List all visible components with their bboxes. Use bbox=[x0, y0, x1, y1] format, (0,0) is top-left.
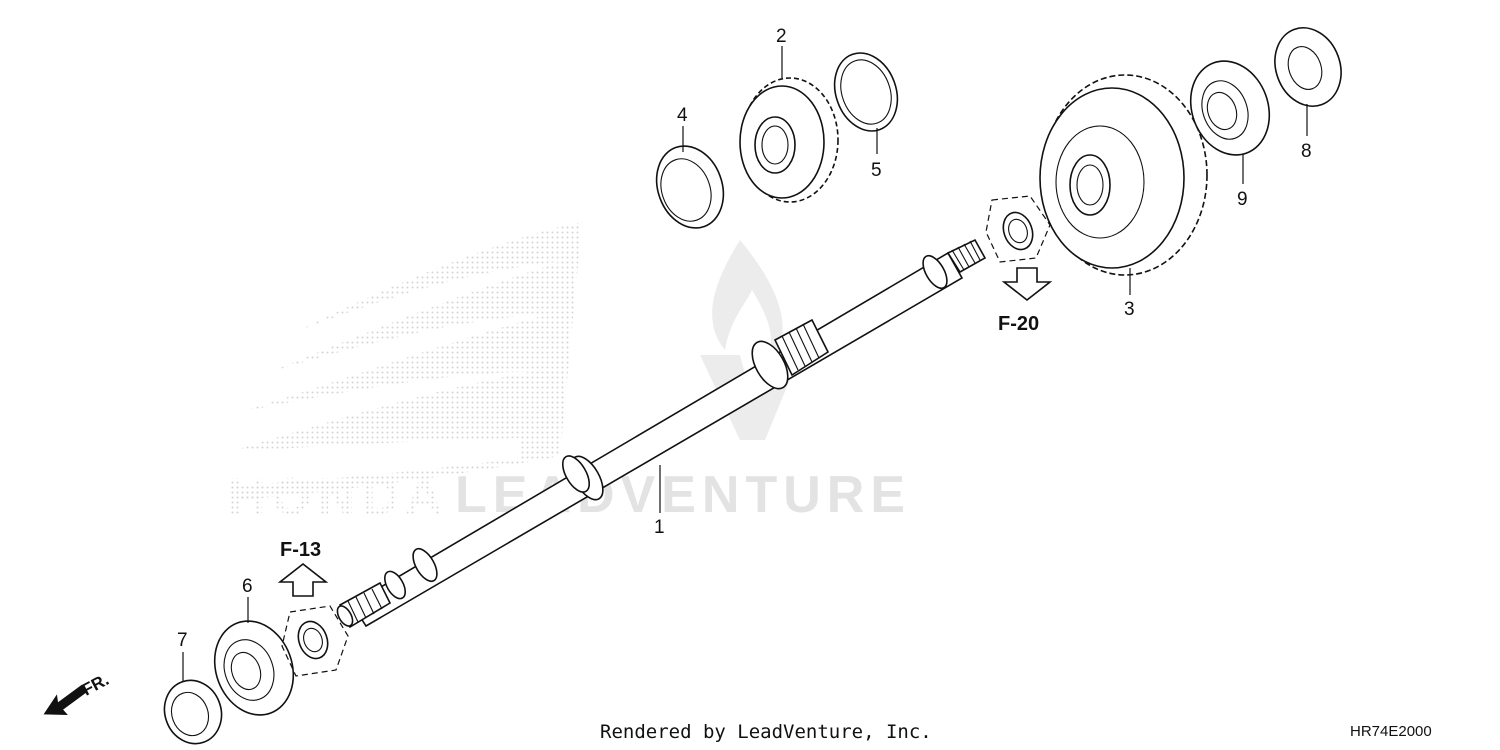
callout-6[interactable]: 6 bbox=[242, 576, 253, 597]
arrow-down-f20-icon bbox=[1001, 267, 1053, 302]
callout-7[interactable]: 7 bbox=[177, 630, 188, 651]
seal-part-7 bbox=[163, 679, 223, 745]
ref-label-f20[interactable]: F-20 bbox=[998, 313, 1039, 335]
callout-5[interactable]: 5 bbox=[871, 160, 882, 181]
svg-text:HONDA: HONDA bbox=[228, 468, 449, 526]
front-direction-arrow-icon bbox=[43, 684, 87, 716]
callout-4[interactable]: 4 bbox=[677, 105, 688, 126]
bearing-part-9 bbox=[1189, 60, 1271, 156]
ring-part-5 bbox=[833, 52, 899, 132]
flame-logo bbox=[712, 240, 783, 370]
gear-part-3 bbox=[1039, 74, 1208, 276]
callout-9[interactable]: 9 bbox=[1237, 189, 1248, 210]
seal-part-8 bbox=[1274, 27, 1342, 107]
gear-part-2 bbox=[739, 77, 839, 203]
honda-wing-watermark bbox=[228, 222, 582, 500]
washer-ref-f13 bbox=[281, 605, 349, 677]
leader-lines bbox=[182, 46, 1308, 682]
callout-3[interactable]: 3 bbox=[1124, 299, 1135, 320]
callout-8[interactable]: 8 bbox=[1301, 141, 1312, 162]
front-label: FR. bbox=[79, 670, 112, 700]
rendered-by-text: Rendered by LeadVenture, Inc. bbox=[600, 721, 932, 743]
seal-part-4 bbox=[655, 145, 725, 229]
ref-label-f13[interactable]: F-13 bbox=[280, 539, 321, 561]
honda-wordmark-watermark: HONDA bbox=[228, 468, 449, 526]
washer-ref-f20 bbox=[985, 195, 1051, 263]
bearing-part-6 bbox=[213, 620, 295, 716]
callout-2[interactable]: 2 bbox=[776, 26, 787, 47]
arrow-up-f13-icon bbox=[277, 562, 329, 597]
main-shaft-part-1 bbox=[336, 238, 987, 629]
diagram-code: HR74E2000 bbox=[1350, 723, 1432, 740]
callout-1[interactable]: 1 bbox=[654, 517, 665, 538]
